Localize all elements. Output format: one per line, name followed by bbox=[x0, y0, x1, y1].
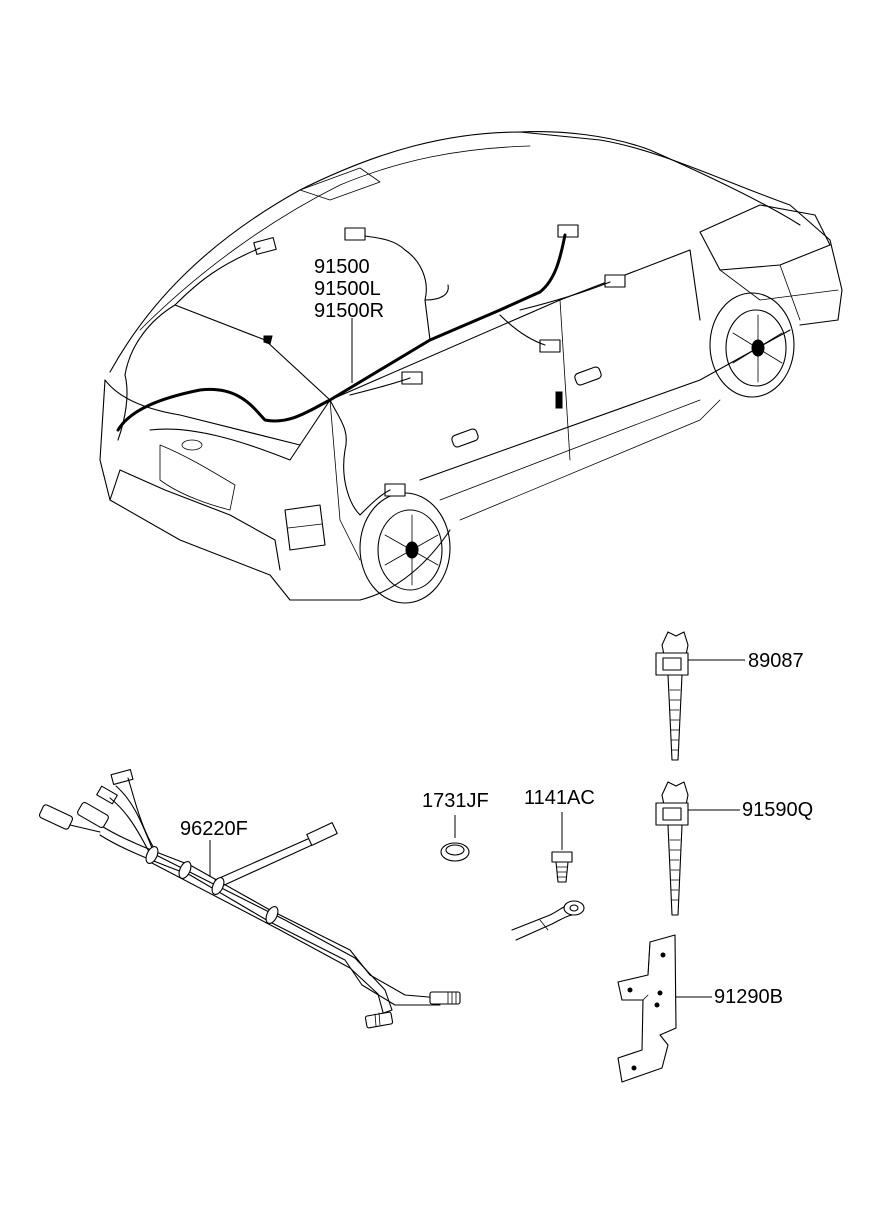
label-91500: 91500 bbox=[314, 256, 370, 278]
clip-89087-illustration bbox=[655, 631, 745, 761]
label-91290b: 91290B bbox=[714, 986, 783, 1008]
label-96220f: 96220F bbox=[180, 818, 248, 840]
roof-harness bbox=[116, 233, 567, 432]
bolt-1141ac-illustration bbox=[511, 812, 585, 941]
label-1731jf: 1731JF bbox=[422, 790, 489, 812]
grommet-1731jf-illustration bbox=[440, 815, 470, 862]
bracket-91290b-illustration bbox=[617, 934, 712, 1083]
label-91500r: 91500R bbox=[314, 300, 385, 322]
label-89087: 89087 bbox=[748, 650, 804, 672]
extension-cable-96220f-illustration bbox=[38, 769, 461, 1029]
front-wheel bbox=[709, 292, 795, 398]
label-91590q: 91590Q bbox=[742, 799, 814, 821]
label-91500l: 91500L bbox=[314, 278, 381, 300]
clip-91590q-illustration bbox=[655, 781, 740, 916]
vehicle-illustration bbox=[99, 131, 843, 604]
label-1141ac: 1141AC bbox=[524, 787, 595, 809]
